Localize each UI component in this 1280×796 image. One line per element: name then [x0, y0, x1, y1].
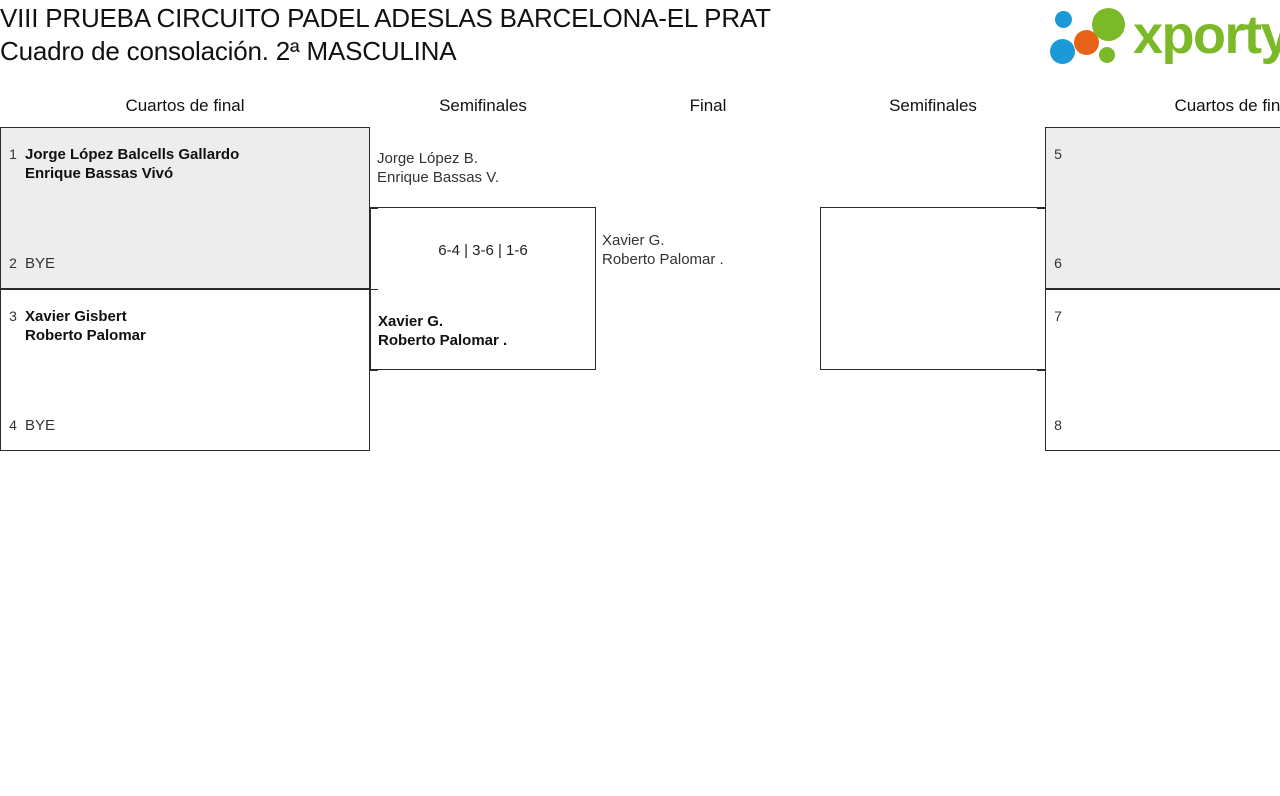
match-box-qf-right-1[interactable]: 5 6	[1045, 127, 1280, 289]
sf-left-top-player-names: Jorge López B. Enrique Bassas V.	[377, 150, 500, 186]
sf-left-bottom-player-names: Xavier G. Roberto Palomar .	[378, 313, 508, 349]
match-slot-seed-7[interactable]: 7	[1046, 298, 1280, 326]
player-names	[1070, 245, 1280, 254]
match-slot-seed-6[interactable]: 6	[1046, 245, 1280, 273]
round-header-final: Final	[689, 96, 727, 115]
logo-dots-icon	[1049, 6, 1135, 66]
seed-number: 8	[1054, 417, 1062, 433]
seed-number: 1	[9, 146, 17, 162]
connector-qf1-to-sf-left	[370, 208, 378, 209]
match-box-sf-left[interactable]: 6-4 | 3-6 | 1-6 Xavier G. Roberto Paloma…	[370, 207, 596, 370]
final-player-names: Xavier G. Roberto Palomar .	[602, 232, 724, 268]
player-names: BYE	[25, 255, 56, 272]
match-score: 6-4 | 3-6 | 1-6	[438, 242, 528, 259]
xporty-logo[interactable]: xporty	[1049, 5, 1280, 66]
player-names	[1070, 298, 1280, 307]
tournament-title: VIII PRUEBA CIRCUITO PADEL ADESLAS BARCE…	[0, 2, 1000, 68]
match-box-qf-left-1[interactable]: 1 Jorge López Balcells Gallardo Enrique …	[0, 127, 370, 289]
player-names: Xavier Gisbert Roberto Palomar	[25, 308, 146, 344]
match-slot-seed-8[interactable]: 8	[1046, 407, 1280, 435]
player-names: Jorge López Balcells Gallardo Enrique Ba…	[25, 146, 240, 182]
connector-qf2-to-sf-left	[370, 370, 378, 371]
round-header-semifinals-left: Semifinales	[439, 96, 527, 115]
player-names: BYE	[25, 417, 56, 434]
logo-dot-green-large	[1092, 8, 1125, 41]
round-header-quarterfinals-left: Cuartos de final	[125, 96, 245, 115]
seed-number: 7	[1054, 308, 1062, 324]
logo-dot-green-small	[1099, 47, 1115, 63]
match-slot-seed-3[interactable]: 3 Xavier Gisbert Roberto Palomar	[1, 298, 369, 345]
logo-dot-blue-large	[1050, 39, 1075, 64]
match-box-qf-right-2[interactable]: 7 8	[1045, 289, 1280, 451]
seed-number: 2	[9, 255, 17, 271]
seed-number: 4	[9, 417, 17, 433]
round-header-quarterfinals-right: Cuartos de final	[1174, 96, 1280, 115]
page-subtitle: Cuadro de consolación. 2ª MASCULINA	[0, 36, 457, 66]
match-slot-seed-2[interactable]: 2 BYE	[1, 245, 369, 273]
seed-number: 6	[1054, 255, 1062, 271]
match-slot-seed-4[interactable]: 4 BYE	[1, 407, 369, 435]
seed-number: 5	[1054, 146, 1062, 162]
match-box-sf-right[interactable]	[820, 207, 1046, 370]
match-slot-seed-1[interactable]: 1 Jorge López Balcells Gallardo Enrique …	[1, 136, 369, 183]
page-header: VIII PRUEBA CIRCUITO PADEL ADESLAS BARCE…	[0, 0, 1280, 90]
connector-qf5-to-sf-right	[1037, 208, 1045, 209]
seed-number: 3	[9, 308, 17, 324]
match-slot-seed-5[interactable]: 5	[1046, 136, 1280, 164]
player-names	[1070, 407, 1280, 416]
logo-dot-blue-small	[1055, 11, 1072, 28]
logo-wordmark: xporty	[1133, 5, 1280, 65]
round-header-semifinals-right: Semifinales	[889, 96, 977, 115]
connector-qf7-to-sf-right	[1037, 370, 1045, 371]
connector-qf-left-divider	[370, 289, 378, 290]
page-title: VIII PRUEBA CIRCUITO PADEL ADESLAS BARCE…	[0, 3, 771, 33]
match-box-qf-left-2[interactable]: 3 Xavier Gisbert Roberto Palomar 4 BYE	[0, 289, 370, 451]
player-names	[1070, 136, 1280, 145]
